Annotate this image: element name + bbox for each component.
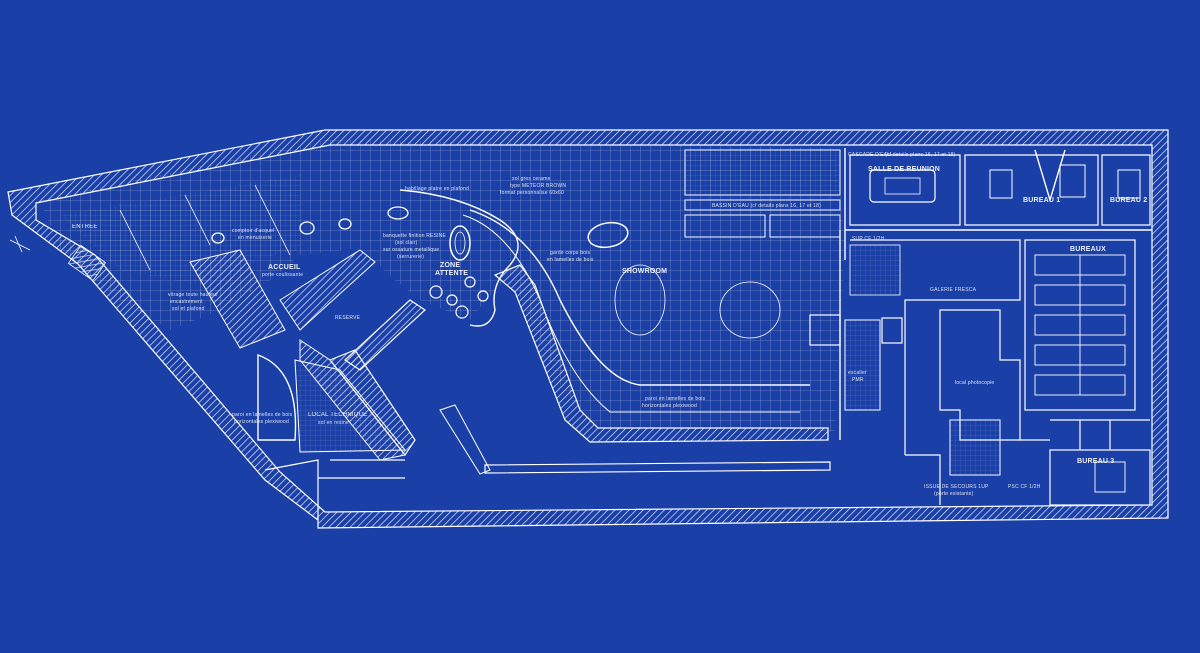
note-entree: ENTREE [72,224,98,230]
room-label-salle-reunion: SALLE DE REUNION [868,166,941,173]
note-banquette-3: sur ossature metallique [383,247,440,253]
note-galerie: GALERIE FRESCA [930,287,977,293]
note-garde-corps-2: en lamelles de bois [547,257,594,263]
note-vitrage-1: vitrage toute hauteur [168,292,219,298]
room-label-accueil: ACCUEIL [268,264,301,271]
note-escalier-2: PMR [852,377,864,383]
room-label-zone-attente-2: ATTENTE [435,270,469,277]
note-comptoir-2: en menuiserie [238,235,273,241]
note-gaine-2: PSC CF 1/2H [1008,484,1041,490]
note-escalier-1: escalier [848,370,867,376]
note-bassin: BASSIN D'EAU (cf details plans 16, 17 et… [712,203,821,209]
note-issue-1: ISSUE DE SECOURS 1UP [924,484,989,490]
note-comptoir-1: comptoir d'acquel [232,228,275,234]
note-banquette-2: (sol clair) [395,240,418,246]
note-parois-2: horizontales plexiwood [234,419,289,425]
note-sol-3: format personnalise 60x60 [500,190,564,196]
note-photocopie: local photocopie [955,380,995,386]
note-sol-2: type METEOR BROWN [510,183,567,189]
note-parois-3: paroi en lamelles de bois [645,396,706,402]
note-porte: porte coulissante [262,272,304,278]
note-banquette-1: banquette finition RESINE [383,233,447,239]
showroom-curve [469,209,810,386]
note-gaine-1: SUP CF 1/2H [852,236,885,242]
room-label-bureau-3: BUREAU 3 [1077,458,1115,465]
note-issue-2: (porte existante) [934,491,974,497]
note-parois-1: paroi en lamelles de bois [232,412,293,418]
note-habillage: habillage platre en plafond [405,186,470,192]
note-parois-4: horizontales plexiwood [642,403,697,409]
note-banquette-4: (serrurerie) [397,254,425,260]
room-label-zone-attente-1: ZONE [440,262,461,269]
note-vitrage-3: sol et plafond [172,306,205,312]
room-label-bureau-2: BUREAU 2 [1110,197,1148,204]
interior-wall-showroom [493,264,829,443]
room-label-local-technique: LOCAL TECHNIQUE [308,412,368,418]
note-sol-1: sol gres cerame [512,176,551,182]
room-label-bureaux: BUREAUX [1070,246,1107,253]
note-garde-corps-1: garde corps bois [550,250,591,256]
note-cascade-2: (cf details plans 16, 17 et 18) [885,152,956,158]
note-cascade-1: CASCADE D'EAU [848,152,892,158]
room-label-showroom: SHOWROOM [622,268,668,275]
note-sol-resine: sol en resine [318,420,349,426]
room-label-reserve: RESERVE [335,315,361,321]
room-label-bureau-1: BUREAU 1 [1023,197,1061,204]
note-vitrage-2: encastrement [170,299,203,305]
